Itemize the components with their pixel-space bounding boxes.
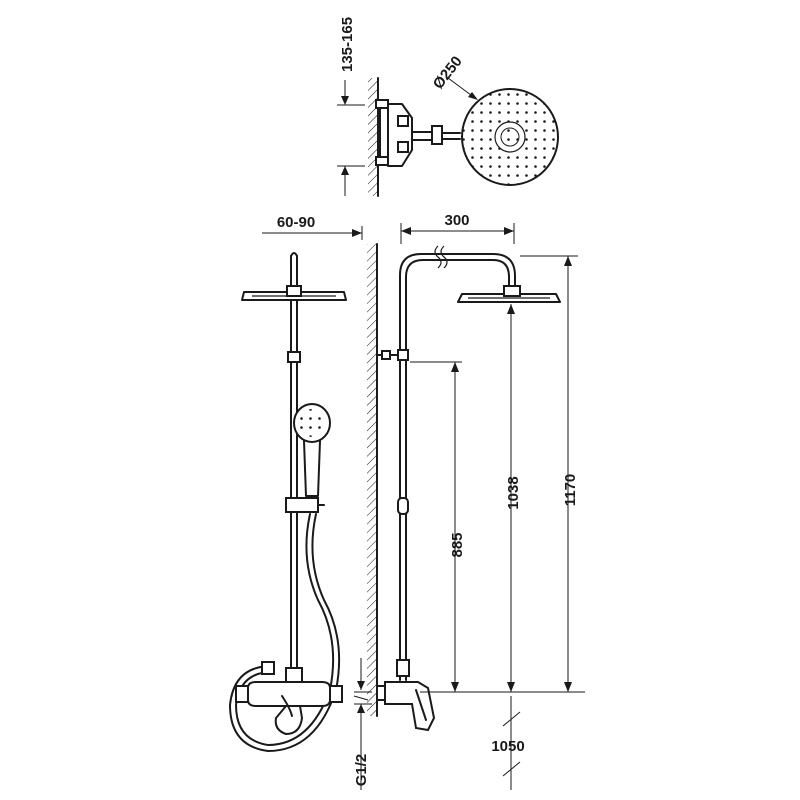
shower-hose-front [229,513,341,752]
riser-pipe-front [287,299,301,669]
overhead-shower-head-side [457,285,561,303]
wall-side [367,243,378,717]
dim-wall-distance: 60-90 [277,214,315,231]
front-view: 60-90 [229,214,363,752]
dim-holder-height-group: 885 [410,361,466,692]
riser-and-arm-side [376,245,516,681]
dim-inlet-thread: G1/2 [353,754,370,787]
dim-wall-offset-top: 135-165 [339,17,356,72]
dim-total-height-group: 1170 [520,255,579,692]
dim-wall-offset-top-group: 135-165 [337,17,365,196]
dim-head-height: 1038 [505,476,522,509]
dim-arm-length: 300 [444,212,469,229]
overhead-shower-head-front [241,285,347,301]
dim-install-height: 1050 [491,738,524,755]
wall-top [368,77,379,197]
dim-inlet-thread-group: G1/2 [353,658,372,790]
side-view: 300 885 1038 1170 [353,212,585,790]
mixer-front [235,661,343,736]
dim-holder-height: 885 [449,532,466,557]
dim-arm-length-group: 300 [400,212,515,244]
top-detail-view: Ø250 135-165 [337,17,559,197]
wall-bracket [375,99,461,167]
dim-head-height-group: 1038 [505,304,522,692]
mixer-side [376,681,436,732]
diameter-leader: Ø250 [430,53,478,100]
shower-head-plan [461,88,559,186]
hand-shower-front [285,403,331,513]
dim-wall-distance-group: 60-90 [262,214,363,240]
dim-total-height: 1170 [562,474,579,507]
dim-install-height-group: 1050 [491,696,525,790]
